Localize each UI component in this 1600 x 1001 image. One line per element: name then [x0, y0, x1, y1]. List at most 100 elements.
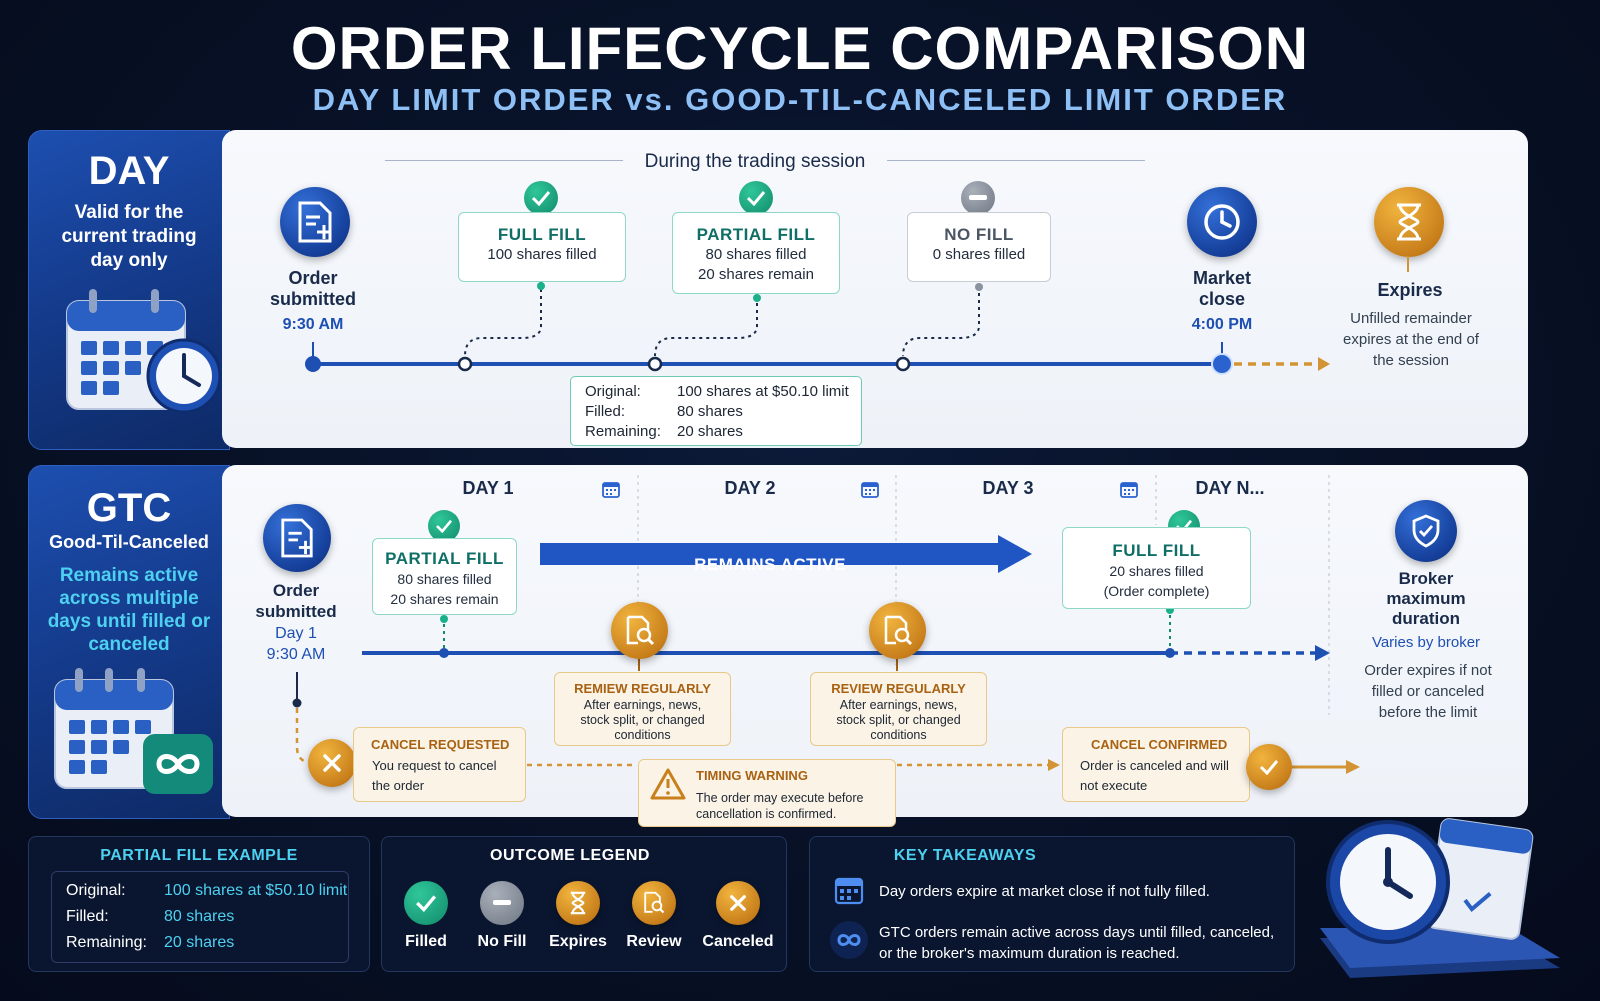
legend-label: Canceled	[702, 933, 774, 950]
day-timeline-panel	[222, 130, 1528, 448]
cancel-requested-title: CANCEL REQUESTED	[371, 737, 510, 752]
day-order-label: Order submitted	[269, 268, 356, 309]
takeaway-text: Day orders expire at market close if not…	[879, 883, 1210, 900]
partial-fill-example-panel: PARTIAL FILL EXAMPLE Original:100 shares…	[28, 836, 370, 972]
gtc-full-fill-box: FULL FILL 20 shares filled (Order comple…	[1062, 527, 1251, 609]
session-label: During the trading session	[644, 151, 866, 172]
legend-review-icon	[632, 881, 676, 925]
gtc-side-subtitle: Good-Til-Canceled	[49, 532, 209, 552]
outcome-legend-panel: OUTCOME LEGEND Filled No Fill Expires Re…	[381, 836, 787, 972]
cancel-confirmed-text: Order is canceled and will not execute	[1080, 758, 1229, 793]
page-subtitle: DAY LIMIT ORDER vs. GOOD-TIL-CANCELED LI…	[312, 82, 1288, 117]
legend-no-fill-icon	[480, 881, 524, 925]
day-side-panel: DAY Valid for the current trading day on…	[28, 130, 230, 450]
detail-row: Remaining: 20 shares	[585, 421, 849, 441]
calendar-small-icon	[861, 482, 879, 498]
gtc-partial-fill-box: PARTIAL FILL 80 shares filled 20 shares …	[372, 538, 517, 615]
page-title: ORDER LIFECYCLE COMPARISON	[290, 15, 1310, 82]
gtc-timeline	[292, 475, 1360, 774]
session-divider-left	[385, 160, 623, 161]
review-text-2: After earnings, news, stock split, or ch…	[836, 698, 961, 742]
no-fill-minus-icon	[961, 181, 995, 215]
order-document-icon	[263, 504, 331, 572]
review-title-2: REVIEW REGULARLY	[831, 681, 966, 696]
review-title-1: REMIEW REGULARLY	[574, 681, 711, 696]
cancel-confirmed-check-icon	[1246, 744, 1292, 790]
detail-value: 20 shares	[677, 422, 743, 440]
cancel-confirmed-title: CANCEL CONFIRMED	[1091, 737, 1228, 752]
market-close-time: 4:00 PM	[1191, 316, 1253, 333]
gtc-partial-line1: 80 shares filled	[397, 571, 492, 587]
legend-title: OUTCOME LEGEND	[490, 847, 650, 864]
example-value: 80 shares	[164, 908, 235, 925]
gtc-order-label: Order submitted	[255, 581, 337, 621]
example-value: 20 shares	[164, 934, 235, 951]
partial-fill-line1: 80 shares filled	[705, 246, 807, 263]
warning-triangle-icon	[650, 768, 686, 800]
gtc-side-panel: GTC Good-Til-Canceled Remains active acr…	[28, 465, 230, 819]
legend-label: Filled	[405, 933, 447, 950]
clock-calendar-decoration	[1320, 818, 1560, 978]
partial-example-title: PARTIAL FILL EXAMPLE	[100, 847, 298, 864]
no-fill-box: NO FILL 0 shares filled	[907, 212, 1051, 282]
detail-row: Filled:80 shares	[585, 401, 849, 421]
cancel-requested-text: You request to cancel the order	[372, 758, 497, 793]
review-icon	[611, 602, 668, 659]
remains-active-label: REMAINS ACTIVE	[694, 555, 846, 574]
legend-canceled-icon	[716, 881, 760, 925]
example-key: Filled:	[66, 908, 109, 925]
day-header: DAY 2	[724, 478, 776, 498]
partial-fill-check-icon	[739, 181, 773, 215]
gtc-partial-check-icon	[428, 510, 460, 542]
timing-warning-title: TIMING WARNING	[696, 768, 808, 783]
partial-fill-box: PARTIAL FILL 80 shares filled 20 shares …	[672, 212, 840, 294]
expires-text: Unfilled remainder expires at the end of…	[1343, 310, 1479, 369]
detail-key: Remaining:	[585, 422, 661, 440]
review-box-1: REMIEW REGULARLY After earnings, news, s…	[554, 672, 731, 746]
gtc-full-line1: 20 shares filled	[1109, 563, 1204, 579]
partial-fill-title: PARTIAL FILL	[696, 225, 816, 244]
calendar-icon	[834, 877, 864, 905]
day-header: DAY 3	[982, 478, 1034, 498]
review-box-2: REVIEW REGULARLY After earnings, news, s…	[810, 672, 987, 746]
expires-title: Expires	[1377, 280, 1443, 300]
full-fill-title: FULL FILL	[497, 225, 587, 244]
broker-text: Order expires if not filled or canceled …	[1364, 662, 1492, 721]
gtc-full-title: FULL FILL	[1112, 541, 1201, 560]
hourglass-icon	[1374, 187, 1444, 257]
broker-sub: Varies by broker	[1371, 634, 1481, 651]
calendar-small-icon	[602, 482, 620, 498]
partial-example-table: Original:100 shares at $50.10 limit Fill…	[51, 871, 349, 963]
key-takeaways-panel: KEY TAKEAWAYS Day orders expire at marke…	[809, 836, 1295, 972]
detail-key: Original:	[585, 382, 641, 400]
partial-fill-line2: 20 shares remain	[698, 266, 814, 283]
order-document-icon	[280, 187, 350, 257]
takeaways-title: KEY TAKEAWAYS	[893, 847, 1037, 864]
no-fill-line1: 0 shares filled	[932, 246, 1026, 263]
market-close-label: Market close	[1192, 268, 1252, 309]
gtc-order-day: Day 1	[275, 625, 317, 642]
legend-label: No Fill	[477, 933, 527, 950]
day-side-text: Valid for the current trading day only	[61, 202, 197, 271]
example-row: Original:100 shares at $50.10 limit	[66, 878, 347, 904]
gtc-full-line2: (Order complete)	[1103, 583, 1210, 599]
full-fill-line1: 100 shares filled	[487, 246, 597, 263]
clock-icon	[1187, 187, 1257, 257]
calendar-clock-icon	[66, 289, 222, 414]
no-fill-title: NO FILL	[944, 225, 1014, 244]
example-key: Remaining:	[66, 934, 147, 951]
gtc-partial-title: PARTIAL FILL	[385, 549, 504, 568]
day-timeline	[305, 256, 1409, 375]
legend-expires-icon	[556, 881, 600, 925]
legend-filled-icon	[404, 881, 448, 925]
session-divider-right	[887, 160, 1145, 161]
gtc-side-text: Remains active across multiple days unti…	[47, 565, 211, 655]
timing-warning-box: TIMING WARNING The order may execute bef…	[638, 759, 896, 827]
day-header: DAY 1	[462, 478, 514, 498]
timing-warning-text: The order may execute before cancellatio…	[696, 791, 864, 821]
gtc-partial-line2: 20 shares remain	[390, 591, 499, 607]
example-row: Filled: 80 shares	[66, 904, 347, 930]
cancel-x-icon	[308, 739, 356, 787]
gtc-order-time: 9:30 AM	[266, 646, 326, 663]
day-order-time: 9:30 AM	[282, 316, 344, 333]
